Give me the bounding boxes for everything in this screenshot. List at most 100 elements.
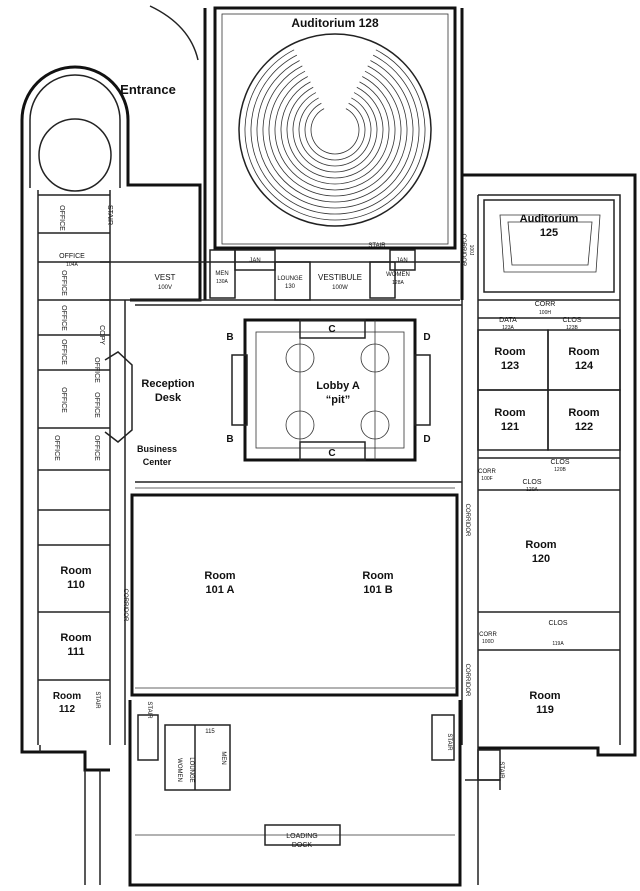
office-108a-label: OFFICE <box>53 435 60 461</box>
seating-row <box>310 108 360 155</box>
clos-120a-label: CLOS <box>522 479 541 486</box>
lounge-113-label: LOUNGE <box>188 757 194 782</box>
auditorium-125-room <box>483 199 615 293</box>
room-101a-number: 101 A <box>206 584 235 596</box>
seating-row <box>244 49 426 221</box>
room-111-label: Room <box>60 632 91 644</box>
corridor-100g-label: CORRIDOR <box>464 664 470 697</box>
room-101-divisible <box>130 493 459 697</box>
corridor-100j-label: CORRIDOR <box>460 234 466 267</box>
reception-desk-label-2: Desk <box>155 392 182 404</box>
clos-120b-label: CLOS <box>550 459 569 466</box>
men-label: MEN <box>215 271 228 277</box>
clos-120b-number: 120B <box>554 467 566 473</box>
stair-100o-label: STAIR <box>498 761 504 779</box>
reception-desk-label: Reception <box>141 378 194 390</box>
lobby-steps-right <box>414 354 431 426</box>
east-wing-outline <box>462 173 637 757</box>
corr-100h-label: CORR <box>535 301 556 308</box>
office-104a-label: OFFICE <box>59 253 85 260</box>
auditorium-bowl <box>238 33 432 227</box>
copy-label: COPY <box>98 325 105 345</box>
seating-row <box>292 92 378 173</box>
lobby-c-bottom: C <box>328 448 335 459</box>
men-number: 130A <box>216 279 228 285</box>
corr-100f-label: CORR <box>478 469 496 475</box>
lobby-b-top: B <box>226 332 233 343</box>
women-113a-label: WOMEN <box>176 758 182 782</box>
clos-120a-number: 120A <box>526 487 538 493</box>
men-115a-label: MEN <box>220 751 226 764</box>
lobby-b-bottom: B <box>226 434 233 445</box>
room-115-label: 115 <box>205 729 215 735</box>
vestibule-label: VESTIBULE <box>318 273 362 282</box>
jan-label-2: JAN <box>396 258 407 264</box>
auditorium-128-label: Auditorium 128 <box>291 16 379 30</box>
jan-label: JAN <box>249 258 260 264</box>
vest-number: 100V <box>158 285 172 291</box>
east-rooms <box>477 299 621 651</box>
office-107-label: OFFICE <box>93 357 100 383</box>
room-101a-label: Room <box>204 570 235 582</box>
clos-123b-number: 123B <box>566 325 578 331</box>
room-124-label: Room <box>568 346 599 358</box>
lobby-d-bottom: D <box>423 434 430 445</box>
auditorium-seating <box>238 33 432 227</box>
lounge-label: LOUNGE <box>277 276 302 282</box>
entrance-label: Entrance <box>120 82 176 97</box>
clos-119a-number: 119A <box>552 641 564 647</box>
office-107b-label: OFFICE <box>93 392 100 418</box>
auditorium-128-inner <box>221 13 449 245</box>
room-122-label: Room <box>568 407 599 419</box>
vestibule-number: 100W <box>332 285 348 291</box>
entrance-path <box>149 5 199 61</box>
women-128a <box>369 261 396 299</box>
room-123-number: 123 <box>501 360 519 372</box>
business-center-label-2: Center <box>143 457 172 467</box>
office-104-label: OFFICE <box>60 270 67 296</box>
west-wing-outer-wall <box>20 185 110 772</box>
room-112-number: 112 <box>59 704 76 715</box>
room-121-number: 121 <box>501 421 519 433</box>
room-101b-number: 101 B <box>363 584 392 596</box>
room-123-label: Room <box>494 346 525 358</box>
room-119-label: Room <box>529 690 560 702</box>
clos-119a-label: CLOS <box>548 620 567 627</box>
men-130a <box>209 249 236 299</box>
stair-west-label: STAIR <box>106 205 113 225</box>
corr-100d-label: CORR <box>479 632 497 638</box>
business-center-label: Business <box>137 444 177 454</box>
corridor-100e-label: CORRIDOR <box>464 504 470 537</box>
auditorium-128-room <box>213 6 457 250</box>
stair-100j-west <box>137 714 159 761</box>
office-104a-number: 104A <box>66 262 78 268</box>
women-label: WOMEN <box>386 272 410 278</box>
vest-label: VEST <box>155 273 176 282</box>
auditorium-125-stage-2 <box>507 221 593 266</box>
stair-100o <box>477 749 501 781</box>
room-111-number: 111 <box>67 646 84 658</box>
seating-row <box>304 102 366 161</box>
lobby-a-label: Lobby A <box>316 380 360 392</box>
loading-dock-label: LOADING <box>286 833 318 840</box>
south-wing <box>128 700 462 887</box>
room-121-label: Room <box>494 407 525 419</box>
clos-123b-label: CLOS <box>562 317 581 324</box>
room-119-number: 119 <box>536 704 554 716</box>
south-restrooms <box>164 724 231 791</box>
east-wing-inner <box>478 194 621 745</box>
data-123a-label: DATA <box>499 317 517 324</box>
seating-row <box>298 97 372 167</box>
seating-row <box>286 86 384 179</box>
room-120-number: 120 <box>532 553 550 565</box>
seating-row <box>274 76 396 191</box>
room-120-label: Room <box>525 539 556 551</box>
lobby-a-pit-label: “pit” <box>326 394 350 406</box>
west-wing-outline <box>20 65 202 302</box>
office-107a-label: OFFICE <box>60 387 67 413</box>
loading-dock-label-2: DOCK <box>292 842 313 849</box>
room-124-number: 124 <box>575 360 594 372</box>
auditorium-125-stage <box>499 214 601 273</box>
stair-100k-label: STAIR <box>446 733 452 751</box>
